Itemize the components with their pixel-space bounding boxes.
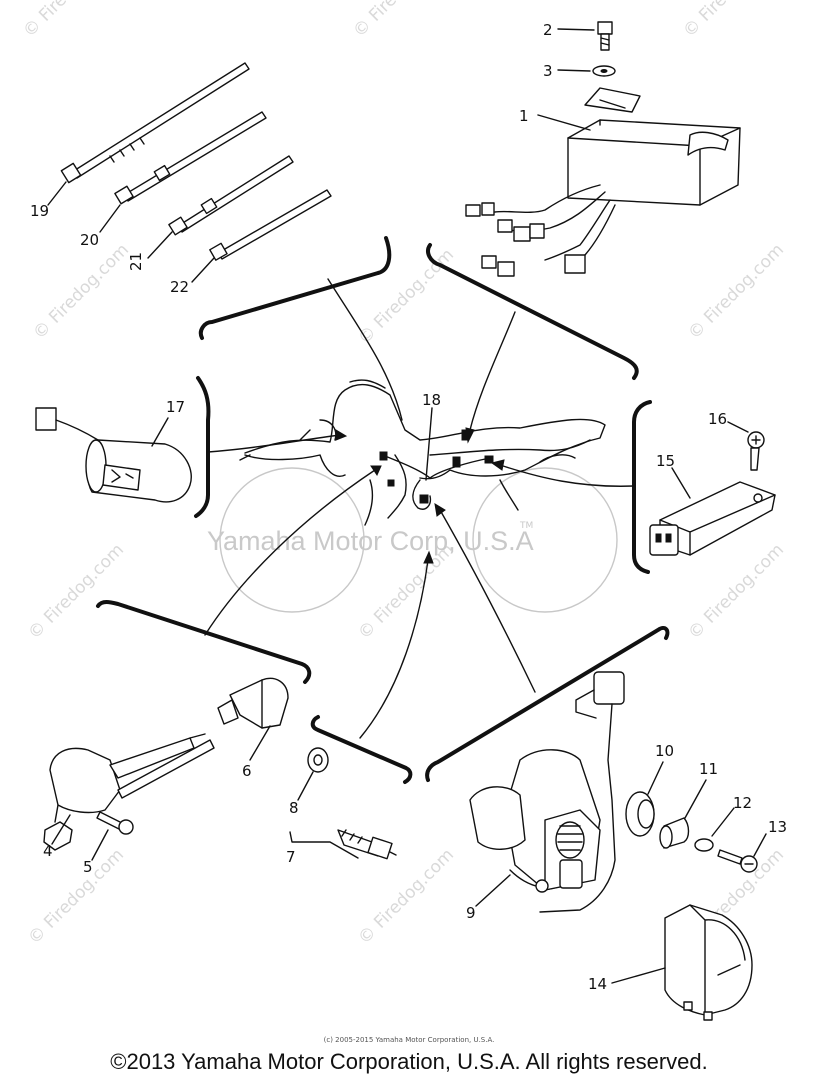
- frame-sketch: [239, 379, 606, 526]
- callout-22: 22: [170, 278, 189, 296]
- callout-18: 18: [422, 391, 441, 409]
- leader-lines: [204, 278, 635, 739]
- callout-2: 2: [543, 21, 553, 39]
- callout-19: 19: [30, 202, 49, 220]
- part-cable-ties: [60, 62, 332, 261]
- callout-13: 13: [768, 818, 787, 836]
- callout-17: 17: [166, 398, 185, 416]
- callout-12: 12: [733, 794, 752, 812]
- callout-4: 4: [43, 842, 53, 860]
- bracket-handlebar-switch: [425, 626, 670, 782]
- bracket-condenser: [194, 376, 211, 518]
- part-igniter: [465, 21, 741, 277]
- part-condenser: [35, 407, 192, 503]
- callout-8: 8: [289, 799, 299, 817]
- small-copyright: (c) 2005-2015 Yamaha Motor Corporation, …: [323, 1036, 495, 1044]
- bracket-igniter: [426, 243, 639, 380]
- callout-6: 6: [242, 762, 252, 780]
- group-brackets: [96, 236, 670, 784]
- callout-21: 21: [127, 252, 145, 271]
- part-ignition-coil: [43, 677, 289, 851]
- watermark-mark: © Firedog.com: [24, 540, 128, 644]
- part-neutral-switch: [307, 747, 397, 860]
- bracket-ignition-coil: [96, 600, 312, 684]
- watermark-tm: TM: [519, 521, 533, 531]
- callout-11: 11: [699, 760, 718, 778]
- watermark-mark: © Firedog.com: [354, 245, 458, 349]
- callout-7: 7: [286, 848, 296, 866]
- callout-10: 10: [655, 742, 674, 760]
- callout-16: 16: [708, 410, 727, 428]
- bracket-neutral-switch: [310, 715, 413, 784]
- part-rectifier: [649, 431, 776, 556]
- callout-5: 5: [83, 858, 93, 876]
- part-handlebar-switch: [469, 671, 758, 1021]
- main-copyright: ©2013 Yamaha Motor Corporation, U.S.A. A…: [110, 1049, 708, 1074]
- callout-1: 1: [519, 107, 529, 125]
- watermark-mark: © Firedog.com: [19, 0, 123, 42]
- callout-9: 9: [466, 904, 476, 922]
- rear-wheel-outline: [472, 467, 618, 613]
- watermark-mark: © Firedog.com: [684, 540, 788, 644]
- watermark-mark: © Firedog.com: [24, 845, 128, 949]
- watermark-mark: © Firedog.com: [29, 240, 133, 344]
- wire-harness: [379, 429, 494, 510]
- watermark-mark: © Firedog.com: [354, 845, 458, 949]
- callout-labels: 1 2 3 4 5 6 7 8 9 10 11 12 13 14 15 16 1…: [30, 21, 787, 993]
- callout-14: 14: [588, 975, 607, 993]
- watermark-mark: © Firedog.com: [679, 0, 783, 42]
- callout-15: 15: [656, 452, 675, 470]
- callout-20: 20: [80, 231, 99, 249]
- bracket-rectifier: [632, 400, 652, 574]
- watermark-mark: © Firedog.com: [349, 0, 453, 42]
- front-wheel-outline: [219, 467, 365, 613]
- bracket-tie-straps: [198, 236, 392, 340]
- watermark-mark: © Firedog.com: [684, 240, 788, 344]
- callout-3: 3: [543, 62, 553, 80]
- watermark-center-text: Yamaha Motor Corp, U.S.A: [207, 526, 534, 556]
